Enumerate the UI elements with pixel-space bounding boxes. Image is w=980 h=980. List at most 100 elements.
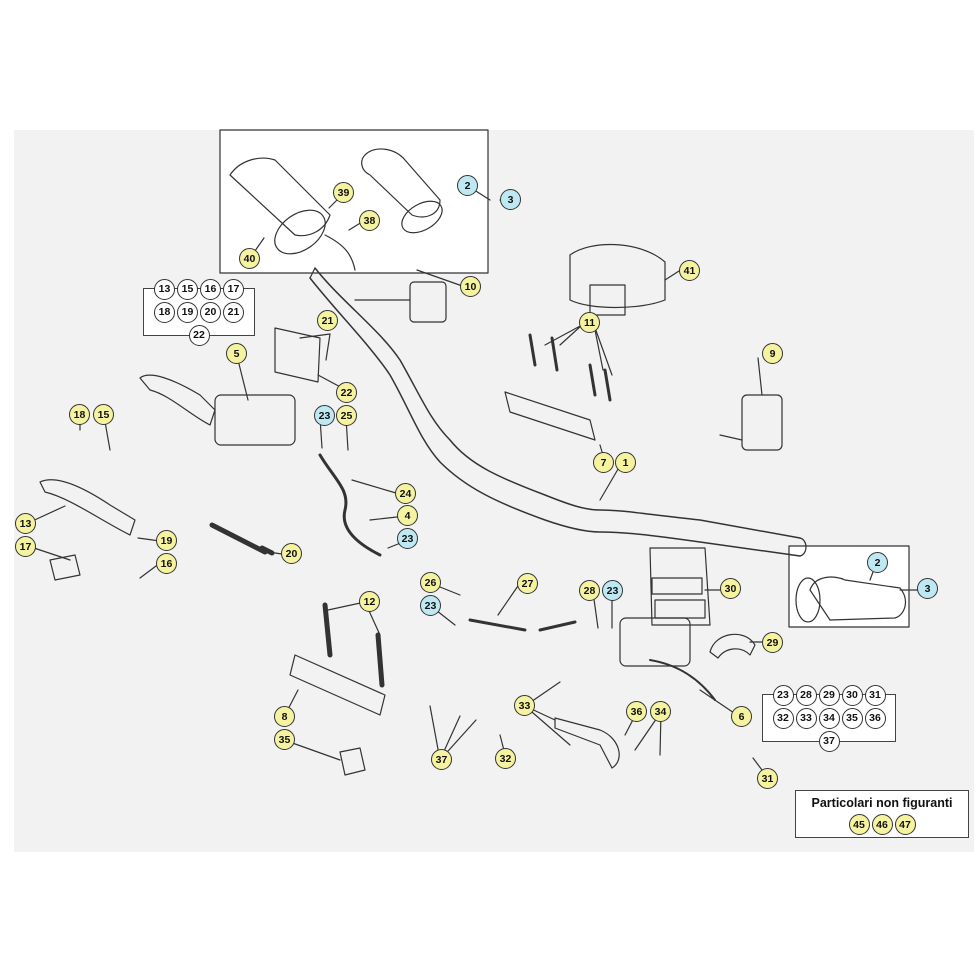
callout-4: 4 — [397, 505, 418, 526]
clamp-cap-shape — [339, 747, 366, 776]
switch-housing-shape — [741, 394, 783, 451]
kit-left-item: 22 — [188, 324, 210, 346]
callout-13: 13 — [15, 513, 36, 534]
throttle-detail-frame — [219, 129, 489, 274]
callout-3-top: 3 — [500, 189, 521, 210]
callout-27: 27 — [517, 573, 538, 594]
grip-upper — [361, 148, 441, 218]
note-item: 46 — [871, 814, 893, 835]
clutch-hose — [468, 618, 577, 632]
callout-2-top: 2 — [457, 175, 478, 196]
callout-7: 7 — [593, 452, 614, 473]
callout-26: 26 — [420, 572, 441, 593]
kit-right-item: 23 — [772, 684, 794, 706]
kit-left-item: 17 — [223, 278, 244, 300]
kit-left-item: 15 — [177, 278, 198, 300]
front-master-cylinder-shape — [214, 394, 296, 446]
callout-36: 36 — [626, 701, 647, 722]
callout-38: 38 — [359, 210, 380, 231]
callout-28: 28 — [579, 580, 600, 601]
callout-20: 20 — [281, 543, 302, 564]
callout-40: 40 — [239, 248, 260, 269]
throttle-tube — [229, 157, 331, 237]
reservoir-cover-shape — [274, 327, 321, 383]
kit-right-item: 33 — [795, 707, 817, 729]
note-item: 45 — [848, 814, 870, 835]
kit-left-item: 21 — [223, 301, 244, 323]
handlebar-outline-top — [314, 267, 801, 539]
brake-hose-left — [318, 453, 382, 557]
kill-switch-shape — [409, 281, 447, 323]
callout-19: 19 — [156, 530, 177, 551]
callout-23-a: 23 — [314, 405, 335, 426]
callout-16: 16 — [156, 553, 177, 574]
kit-right-item: 30 — [841, 684, 863, 706]
callout-23-b: 23 — [397, 528, 418, 549]
callout-22: 22 — [336, 382, 357, 403]
bar-pad-shape — [569, 243, 666, 309]
kit-right-item: 29 — [818, 684, 840, 706]
bar-pad-clamp — [589, 284, 626, 316]
grip-flange-upper — [401, 200, 443, 234]
clutch-lever-shape — [39, 479, 136, 536]
throttle-cable — [324, 234, 356, 271]
note-title: Particolari non figuranti — [811, 796, 953, 810]
callout-25: 25 — [336, 405, 357, 426]
kit-right-item: 28 — [795, 684, 817, 706]
kit-right-item: 36 — [864, 707, 886, 729]
lower-clamp-shape — [289, 654, 386, 716]
callout-6: 6 — [731, 706, 752, 727]
handlebar-outline-bottom — [309, 277, 801, 557]
grip-flange-lower — [795, 577, 821, 623]
callout-24: 24 — [395, 483, 416, 504]
callout-31: 31 — [757, 768, 778, 789]
callout-10: 10 — [460, 276, 481, 297]
callout-39: 39 — [333, 182, 354, 203]
kit-right-item: 32 — [772, 707, 794, 729]
kit-left-item: 16 — [200, 278, 221, 300]
kit-right-item: 34 — [818, 707, 840, 729]
callout-8: 8 — [274, 706, 295, 727]
callout-32: 32 — [495, 748, 516, 769]
callout-15: 15 — [93, 404, 114, 425]
callout-30: 30 — [720, 578, 741, 599]
callout-23-d: 23 — [602, 580, 623, 601]
callout-18: 18 — [69, 404, 90, 425]
adjuster-20-shape — [209, 522, 275, 556]
handlebar-ends — [309, 267, 807, 557]
callout-41: 41 — [679, 260, 700, 281]
reservoir-cap-top — [651, 577, 703, 595]
kit-right-item: 35 — [841, 707, 863, 729]
throttle-housing — [274, 209, 326, 255]
lever-cap-shape — [49, 554, 81, 581]
front-brake-lever-shape — [139, 374, 216, 426]
reservoir-frame — [649, 547, 711, 626]
kit-left-item: 20 — [200, 301, 221, 323]
clamp-bolts-lower — [322, 602, 385, 688]
callout-35: 35 — [274, 729, 295, 750]
clamp-bolts — [528, 333, 612, 402]
grip-lower — [809, 576, 907, 621]
kit-box-left: 13 15 16 17 18 19 20 21 22 — [143, 278, 255, 346]
callout-3-bottom: 3 — [917, 578, 938, 599]
callout-37: 37 — [431, 749, 452, 770]
callout-1: 1 — [615, 452, 636, 473]
callout-2-bottom: 2 — [867, 552, 888, 573]
callout-5: 5 — [226, 343, 247, 364]
note-item: 47 — [894, 814, 916, 835]
kit-left-item: 19 — [177, 301, 198, 323]
reservoir-cap-bottom — [654, 599, 706, 619]
callout-29: 29 — [762, 632, 783, 653]
callout-12: 12 — [359, 591, 380, 612]
not-shown-parts-box: Particolari non figuranti 45 46 47 — [795, 790, 969, 838]
switch-wire — [719, 434, 743, 441]
clamp-29-shape — [709, 633, 756, 659]
callout-21: 21 — [317, 310, 338, 331]
note-items: 45 46 47 — [796, 813, 968, 836]
callout-9: 9 — [762, 343, 783, 364]
right-lever-shape — [649, 659, 716, 701]
kit-left-item: 13 — [154, 278, 175, 300]
kit-left-item: 18 — [154, 301, 175, 323]
